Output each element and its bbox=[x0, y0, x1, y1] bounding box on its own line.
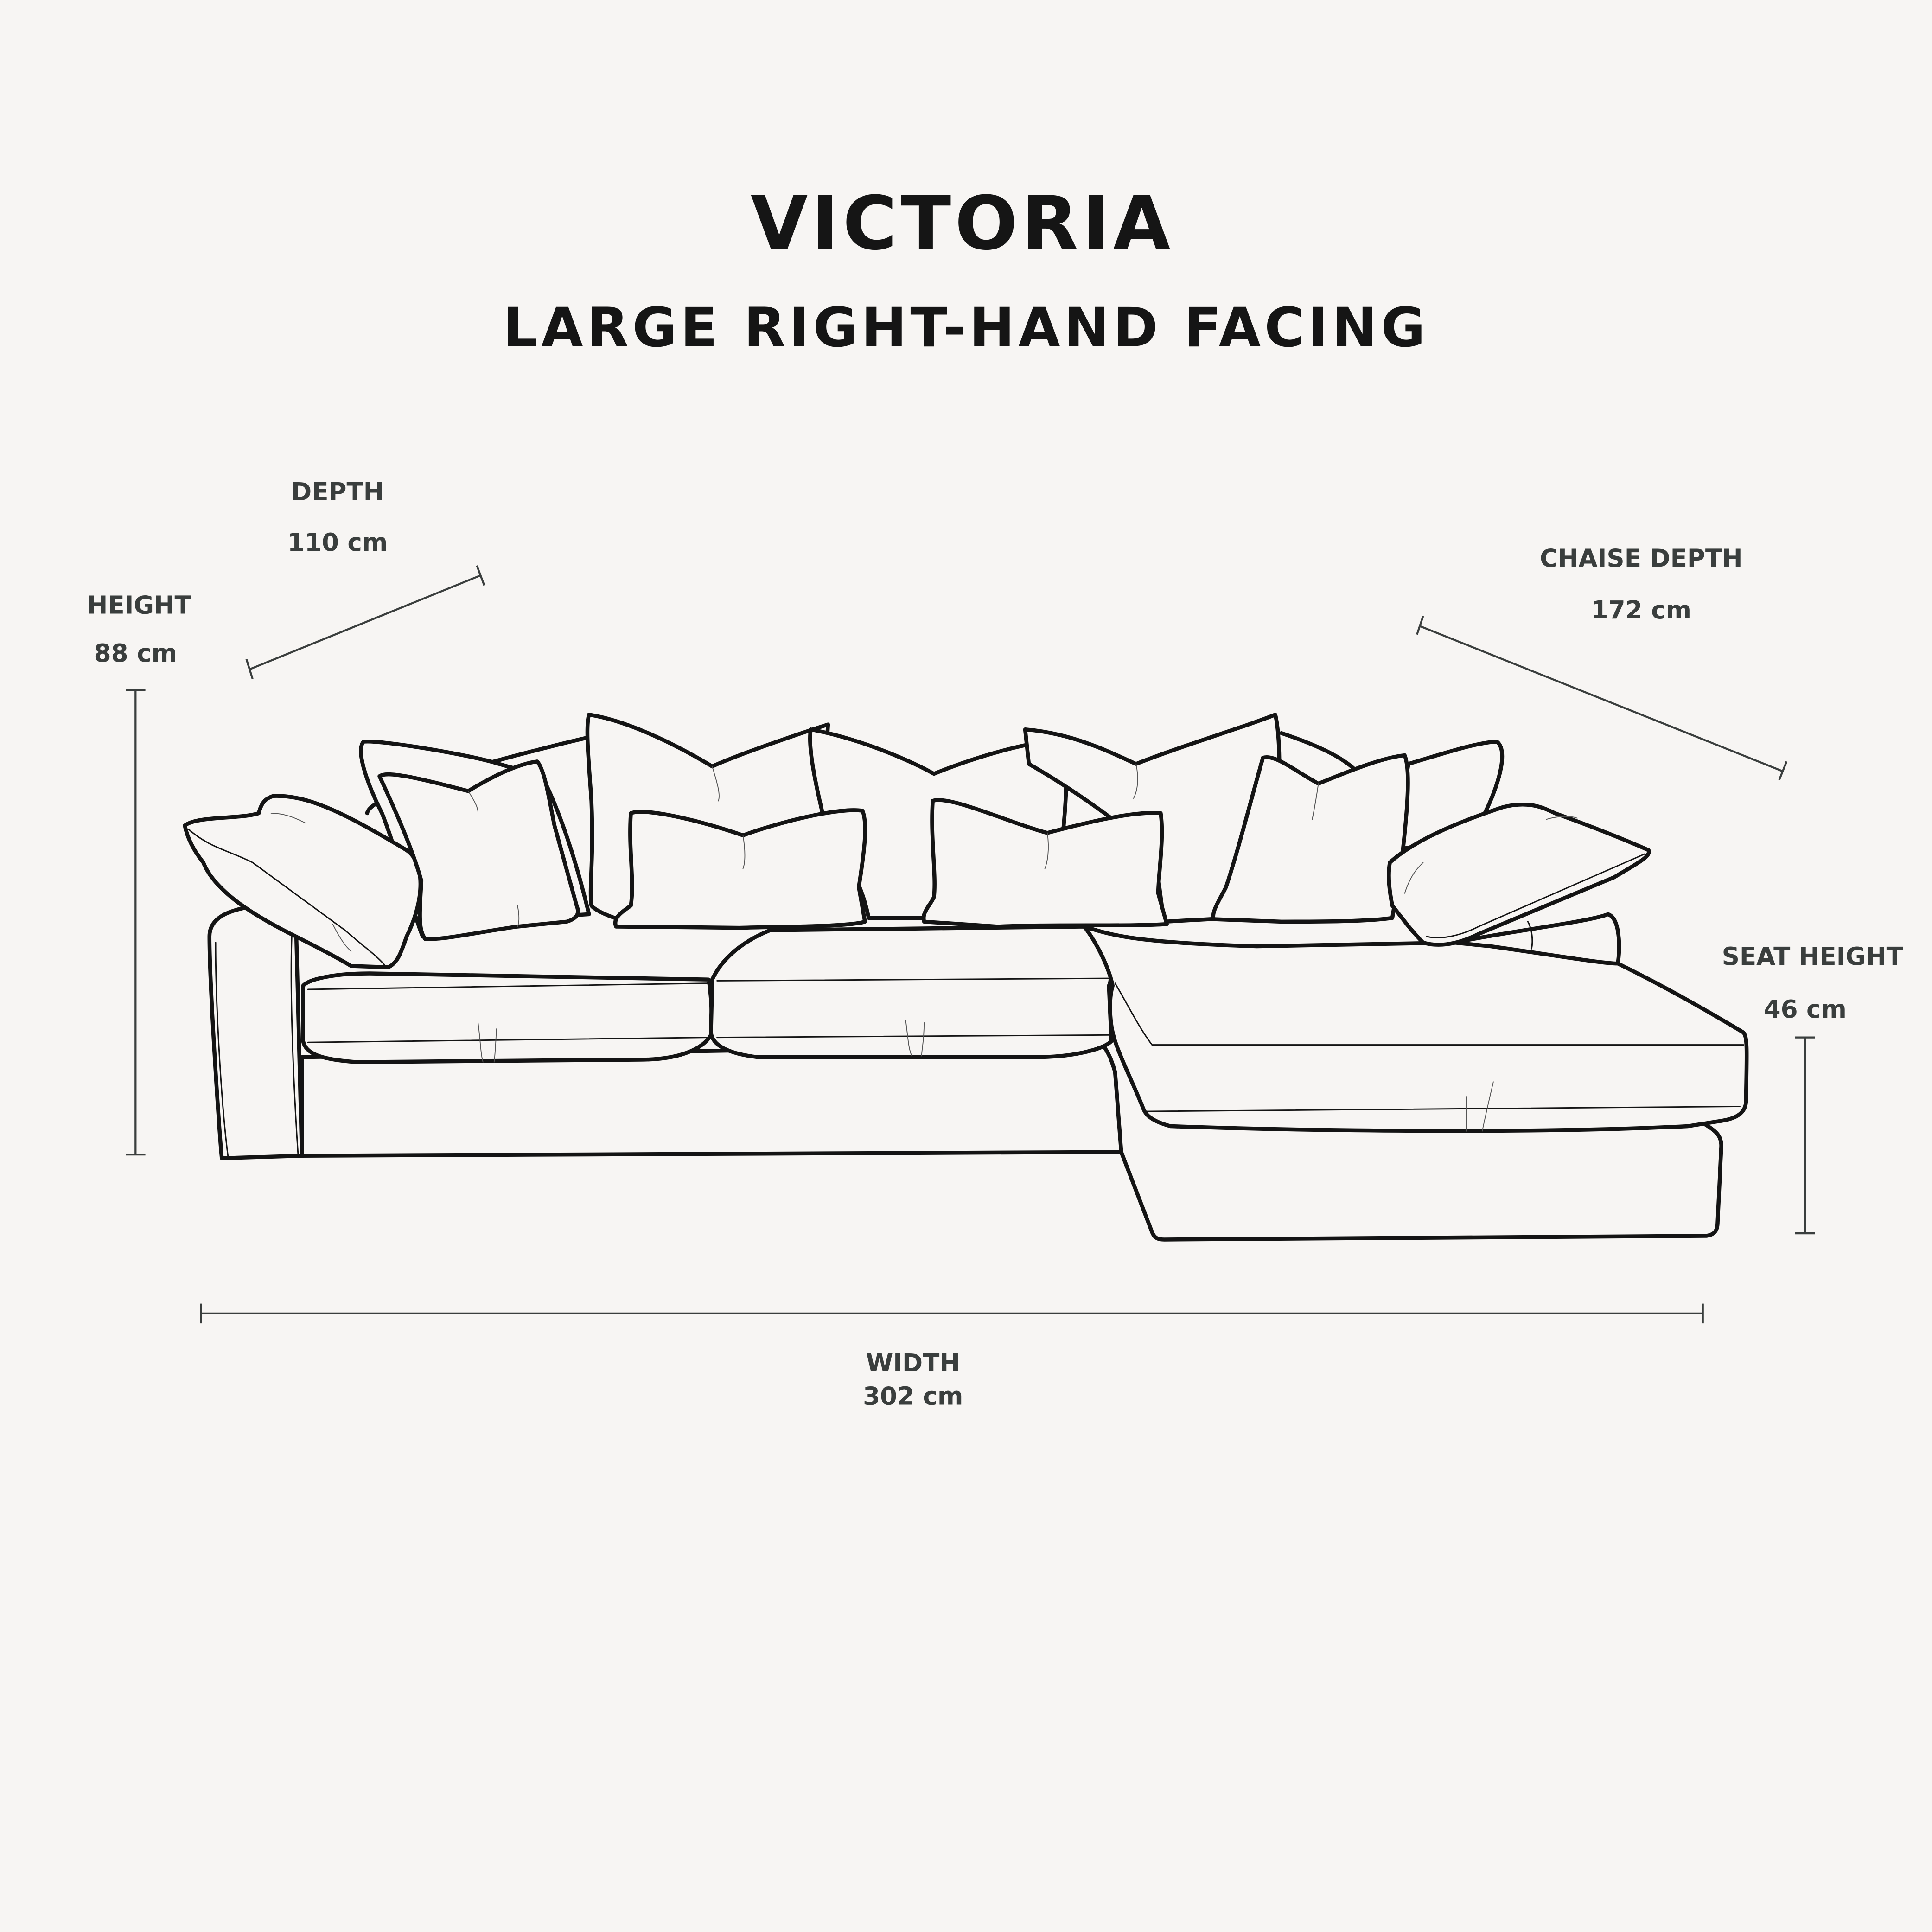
chaise-depth-tick-start bbox=[1416, 616, 1424, 635]
chaise-depth-label: CHAISE DEPTH bbox=[1540, 544, 1743, 573]
scatter-pillow-5-crease bbox=[1312, 783, 1319, 820]
chaise-depth-line bbox=[1419, 625, 1784, 772]
width-value: 302 cm bbox=[863, 1382, 963, 1411]
seat-height-label: SEAT HEIGHT bbox=[1722, 942, 1903, 971]
scatter-pillow-2-crease bbox=[467, 791, 520, 927]
height-dimension: HEIGHT 88 cm bbox=[87, 591, 191, 1156]
seat-cushion-middle-crease bbox=[905, 1020, 925, 1057]
width-label: WIDTH bbox=[866, 1349, 960, 1377]
chaise-depth-dimension: CHAISE DEPTH 172 cm bbox=[1416, 544, 1788, 781]
seat-cushion-left-crease bbox=[478, 1022, 497, 1063]
depth-tick-start bbox=[245, 659, 254, 679]
chaise-cushion-piping-top bbox=[1114, 982, 1744, 1046]
scatter-pillow-4 bbox=[921, 798, 1169, 929]
chaise-cushion bbox=[1082, 925, 1749, 1133]
chaise-back bbox=[1452, 912, 1621, 966]
back-rail-right bbox=[1279, 731, 1358, 772]
left-arm bbox=[207, 904, 304, 1160]
scatter-pillow-right-end-piping bbox=[1426, 853, 1646, 938]
scatter-pillow-right-end bbox=[1387, 802, 1651, 947]
depth-value: 110 cm bbox=[287, 528, 388, 557]
scatter-pillow-left-end bbox=[183, 794, 422, 969]
scatter-pillow-left-end-crease bbox=[270, 813, 352, 952]
scatter-pillow-right-end-crease bbox=[1404, 816, 1578, 894]
scatter-pillow-5 bbox=[1211, 753, 1410, 924]
chaise-cushion-crease bbox=[1466, 1081, 1494, 1132]
seat-cushion-middle-piping-top bbox=[716, 977, 1110, 982]
depth-dimension: DEPTH 110 cm bbox=[245, 478, 485, 679]
depth-line bbox=[249, 574, 481, 670]
depth-label: DEPTH bbox=[291, 478, 384, 506]
height-label: HEIGHT bbox=[87, 591, 191, 619]
left-arm-piping bbox=[290, 929, 299, 1157]
height-value: 88 cm bbox=[94, 639, 177, 668]
scatter-pillow-4-crease bbox=[1044, 832, 1049, 869]
seat-cushion-left-piping-top bbox=[307, 982, 709, 990]
scatter-pillow-left-end-piping bbox=[188, 829, 385, 966]
chaise-depth-tick-end bbox=[1778, 761, 1788, 781]
configuration-title: LARGE RIGHT-HAND FACING bbox=[503, 296, 1429, 359]
seat-cushion-middle-piping-bottom bbox=[716, 1034, 1110, 1039]
model-name: VICTORIA bbox=[751, 180, 1174, 267]
width-dimension: WIDTH 302 cm bbox=[200, 1303, 1704, 1411]
chaise-depth-value: 172 cm bbox=[1591, 596, 1691, 625]
seat-cushion-left-piping-bottom bbox=[307, 1037, 709, 1043]
chaise-cushion-piping-bottom bbox=[1145, 1105, 1741, 1112]
sofa-illustration bbox=[183, 713, 1749, 1242]
back-pillow-creases bbox=[712, 763, 1138, 802]
left-arm-seam bbox=[215, 942, 229, 1157]
chaise-base bbox=[1119, 1122, 1723, 1242]
depth-tick-end bbox=[476, 565, 485, 586]
scatter-pillow-3-crease bbox=[742, 835, 746, 869]
chaise-back-seam bbox=[1527, 921, 1533, 950]
seat-height-value: 46 cm bbox=[1764, 995, 1847, 1024]
seat-height-dimension: SEAT HEIGHT 46 cm bbox=[1722, 942, 1903, 1235]
